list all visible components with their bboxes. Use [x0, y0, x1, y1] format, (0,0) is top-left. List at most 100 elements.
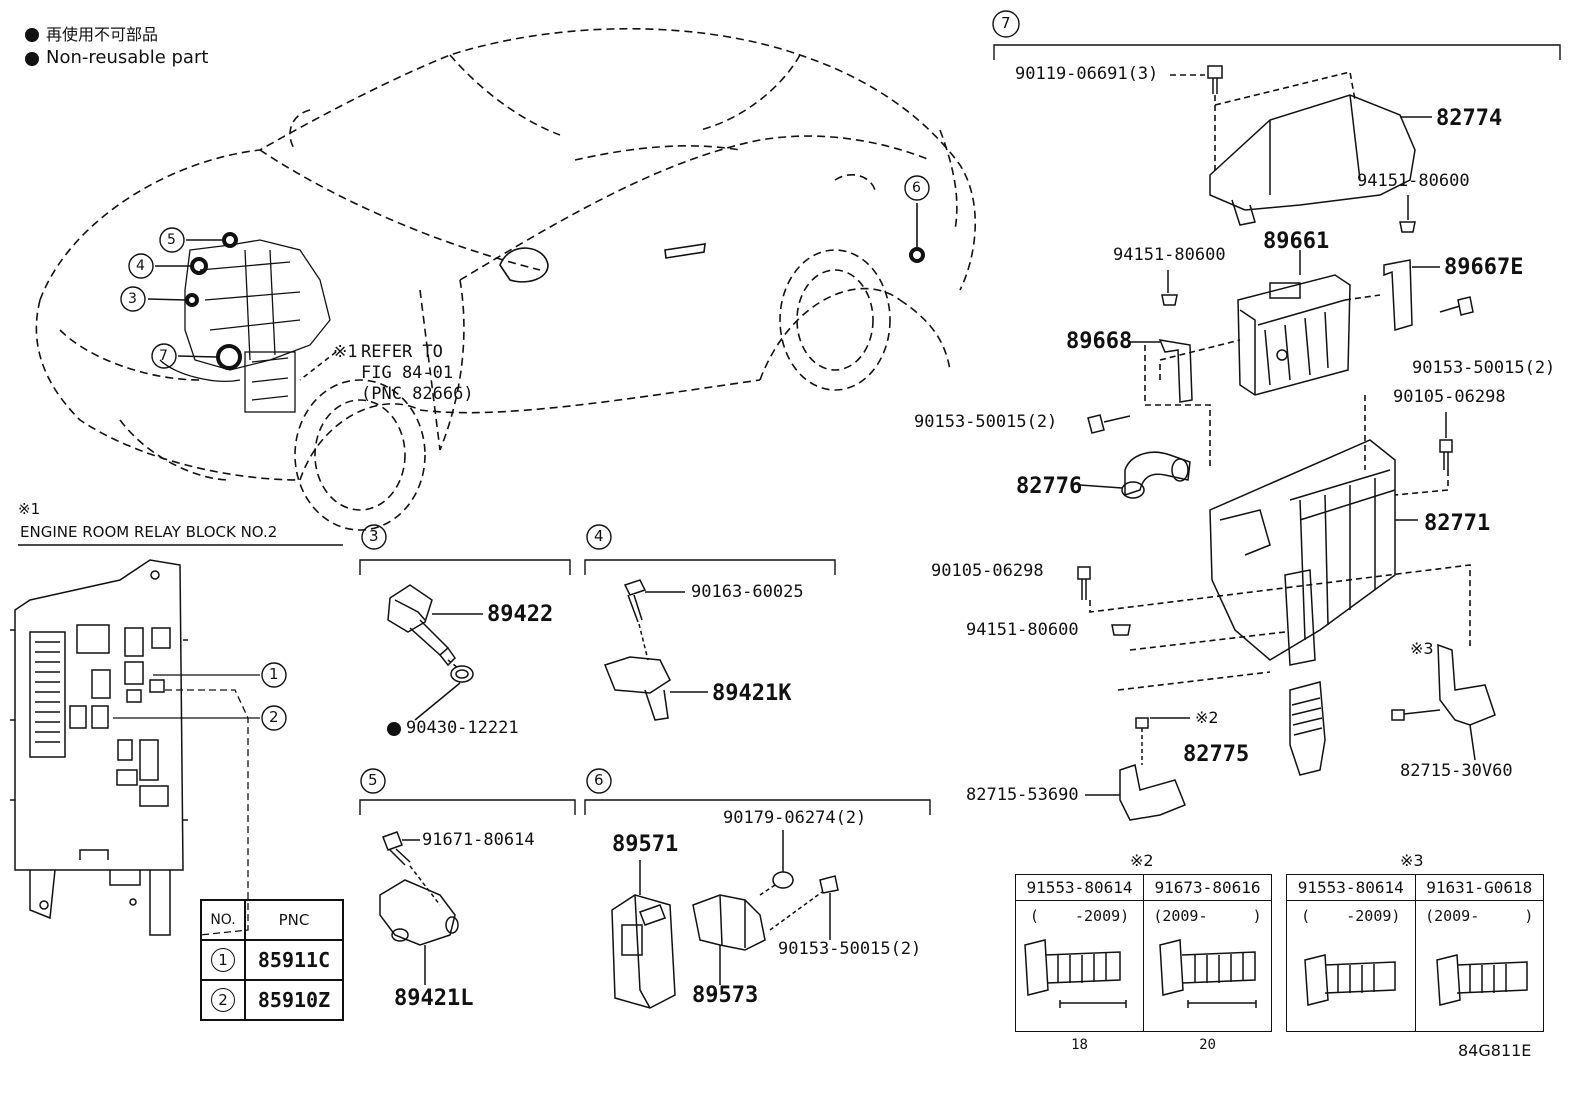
door-handle	[664, 243, 706, 259]
part-94151-80600-b[interactable]: 94151-80600	[1113, 245, 1226, 265]
bracket-89667e-drawing	[1383, 259, 1440, 331]
pnc-row-1-no: 1	[211, 948, 235, 972]
part-90153-50015-b[interactable]: 90153-50015(2)	[914, 412, 1058, 432]
part-91671-80614[interactable]: 91671-80614	[422, 830, 535, 850]
bolt-table-3: 91553-80614 91631-G0618 ( -2009) (2009- …	[1286, 874, 1544, 1032]
car-outline	[35, 27, 976, 481]
part-89571[interactable]: 89571	[612, 832, 679, 857]
bolt-table-3-range-b: (2009- )	[1425, 907, 1534, 925]
group3-number: 3	[369, 527, 379, 545]
pnc-row-2-no: 2	[211, 988, 235, 1012]
hose-82776-drawing	[1079, 451, 1191, 499]
ecu-dashes	[1144, 294, 1381, 470]
legend-bullet-en	[25, 52, 39, 66]
car-callout-6: 6	[912, 180, 921, 196]
part-90430-12221[interactable]: 90430-12221	[406, 718, 519, 738]
part-82776[interactable]: 82776	[1016, 474, 1083, 499]
mark-2-ref: ※2	[1195, 708, 1219, 727]
box-82771-dashes	[1089, 470, 1471, 691]
group4-number: 4	[594, 527, 604, 545]
part-90153-50015-g6[interactable]: 90153-50015(2)	[778, 939, 922, 959]
bracket-89668-drawing	[1130, 339, 1193, 403]
group-rings	[360, 10, 1020, 794]
figure-id: 84G811E	[1458, 1041, 1532, 1060]
bolt-table-3-cell-a: ( -2009)	[1286, 900, 1416, 1032]
legend-bullet-jp	[25, 28, 39, 42]
nonreusable-bullet-90430	[387, 722, 401, 736]
refer-note-line3[interactable]: (PNC 82666)	[361, 384, 474, 404]
part-89573[interactable]: 89573	[692, 983, 759, 1008]
bracket-82715-30v60-drawing	[1391, 643, 1496, 761]
bolt-table-2: 91553-80614 91673-80616 ( -2009) 18 (200…	[1015, 874, 1272, 1053]
part-89667e[interactable]: 89667E	[1444, 255, 1524, 280]
relay-callout-1-ring	[261, 662, 287, 688]
part-82715-53690[interactable]: 82715-53690	[966, 785, 1079, 805]
relay-callout-2-ring	[261, 705, 287, 731]
part-94151-80600-a[interactable]: 94151-80600	[1357, 171, 1470, 191]
part-89422[interactable]: 89422	[487, 602, 554, 627]
pnc-table: NO. PNC 1 85911C 2 85910Z	[200, 899, 344, 1021]
pnc-row-2-pnc[interactable]: 85910Z	[244, 979, 344, 1021]
bolt-table-2-range-a: ( -2009)	[1029, 907, 1130, 925]
car-callout-targets	[185, 232, 925, 370]
group6-number: 6	[594, 771, 604, 789]
bolt-table-2-range-b: (2009- )	[1153, 907, 1262, 925]
car-callout-4: 4	[136, 258, 145, 274]
part-82771[interactable]: 82771	[1424, 511, 1491, 536]
pnc-row-no: 1	[200, 939, 246, 981]
bolt-table-3-mark: ※3	[1400, 851, 1424, 870]
bolts-90153-90105	[1077, 296, 1474, 600]
car-callout-rings	[120, 175, 930, 369]
nut-bolt-group6	[759, 830, 839, 940]
cover-82774-drawing	[1209, 94, 1432, 226]
part-90105-06298-a[interactable]: 90105-06298	[1393, 387, 1506, 407]
pnc-row-1-pnc[interactable]: 85911C	[244, 939, 344, 981]
car-wheels	[294, 249, 891, 531]
part-94151-80600-c[interactable]: 94151-80600	[966, 620, 1079, 640]
bolt-table-2-dim-a: 18	[1071, 1037, 1088, 1053]
bolt-90119	[1207, 65, 1223, 94]
part-82774[interactable]: 82774	[1436, 106, 1503, 131]
part-89668[interactable]: 89668	[1066, 329, 1133, 354]
part-89661[interactable]: 89661	[1263, 229, 1330, 254]
bolt-table-3-range-a: ( -2009)	[1301, 907, 1401, 925]
pnc-header-no: NO.	[200, 899, 246, 941]
part-90105-06298-b[interactable]: 90105-06298	[931, 561, 1044, 581]
group5-number: 5	[368, 771, 378, 789]
bolt-table-2-cell-a: ( -2009) 18	[1015, 900, 1144, 1053]
sensor-89422-drawing	[387, 584, 483, 721]
refer-note-line1[interactable]: REFER TO	[361, 342, 443, 362]
bolt-table-2-part-a[interactable]: 91553-80614	[1015, 874, 1144, 901]
legend-text-jp: 再使用不可部品	[46, 25, 159, 44]
pnc-header-pnc: PNC	[244, 899, 344, 941]
legend-text-en: Non-reusable part	[46, 47, 209, 68]
bolt-table-2-mark: ※2	[1130, 851, 1154, 870]
relay-callout-1: 1	[269, 665, 279, 683]
part-90163-60025[interactable]: 90163-60025	[691, 582, 804, 602]
nuts-94151	[1111, 195, 1416, 636]
bracket-89573-drawing	[692, 894, 766, 985]
part-89421l[interactable]: 89421L	[394, 986, 474, 1011]
duct-82775-drawing	[1289, 681, 1326, 776]
part-90153-50015-a[interactable]: 90153-50015(2)	[1412, 358, 1556, 378]
module-89571-drawing	[611, 860, 676, 1009]
car-callout-leaders	[147, 203, 918, 381]
bolt-table-2-part-b[interactable]: 91673-80616	[1143, 874, 1272, 901]
refer-note-mark: ※1	[333, 342, 358, 362]
relay-block-title: ENGINE ROOM RELAY BLOCK NO.2	[20, 523, 278, 541]
part-90179-06274[interactable]: 90179-06274(2)	[723, 808, 867, 828]
sensor-89421l-drawing	[379, 831, 459, 985]
relay-callout-2: 2	[269, 708, 279, 726]
group-brackets	[359, 44, 1561, 815]
bolt-table-3-part-b[interactable]: 91631-G0618	[1414, 874, 1544, 901]
refer-note-line2[interactable]: FIG 84-01	[361, 363, 454, 383]
part-82715-30v60[interactable]: 82715-30V60	[1400, 761, 1513, 781]
pnc-row-no: 2	[200, 979, 246, 1021]
part-82775[interactable]: 82775	[1183, 742, 1250, 767]
cover-82774-dashes	[1170, 71, 1356, 175]
part-90119-06691[interactable]: 90119-06691(3)	[1015, 64, 1159, 84]
bolt-table-3-part-a[interactable]: 91553-80614	[1286, 874, 1416, 901]
part-89421k[interactable]: 89421K	[712, 681, 792, 706]
mark-3-ref: ※3	[1410, 639, 1434, 658]
bolt-table-2-cell-b: (2009- ) 20	[1143, 900, 1272, 1053]
